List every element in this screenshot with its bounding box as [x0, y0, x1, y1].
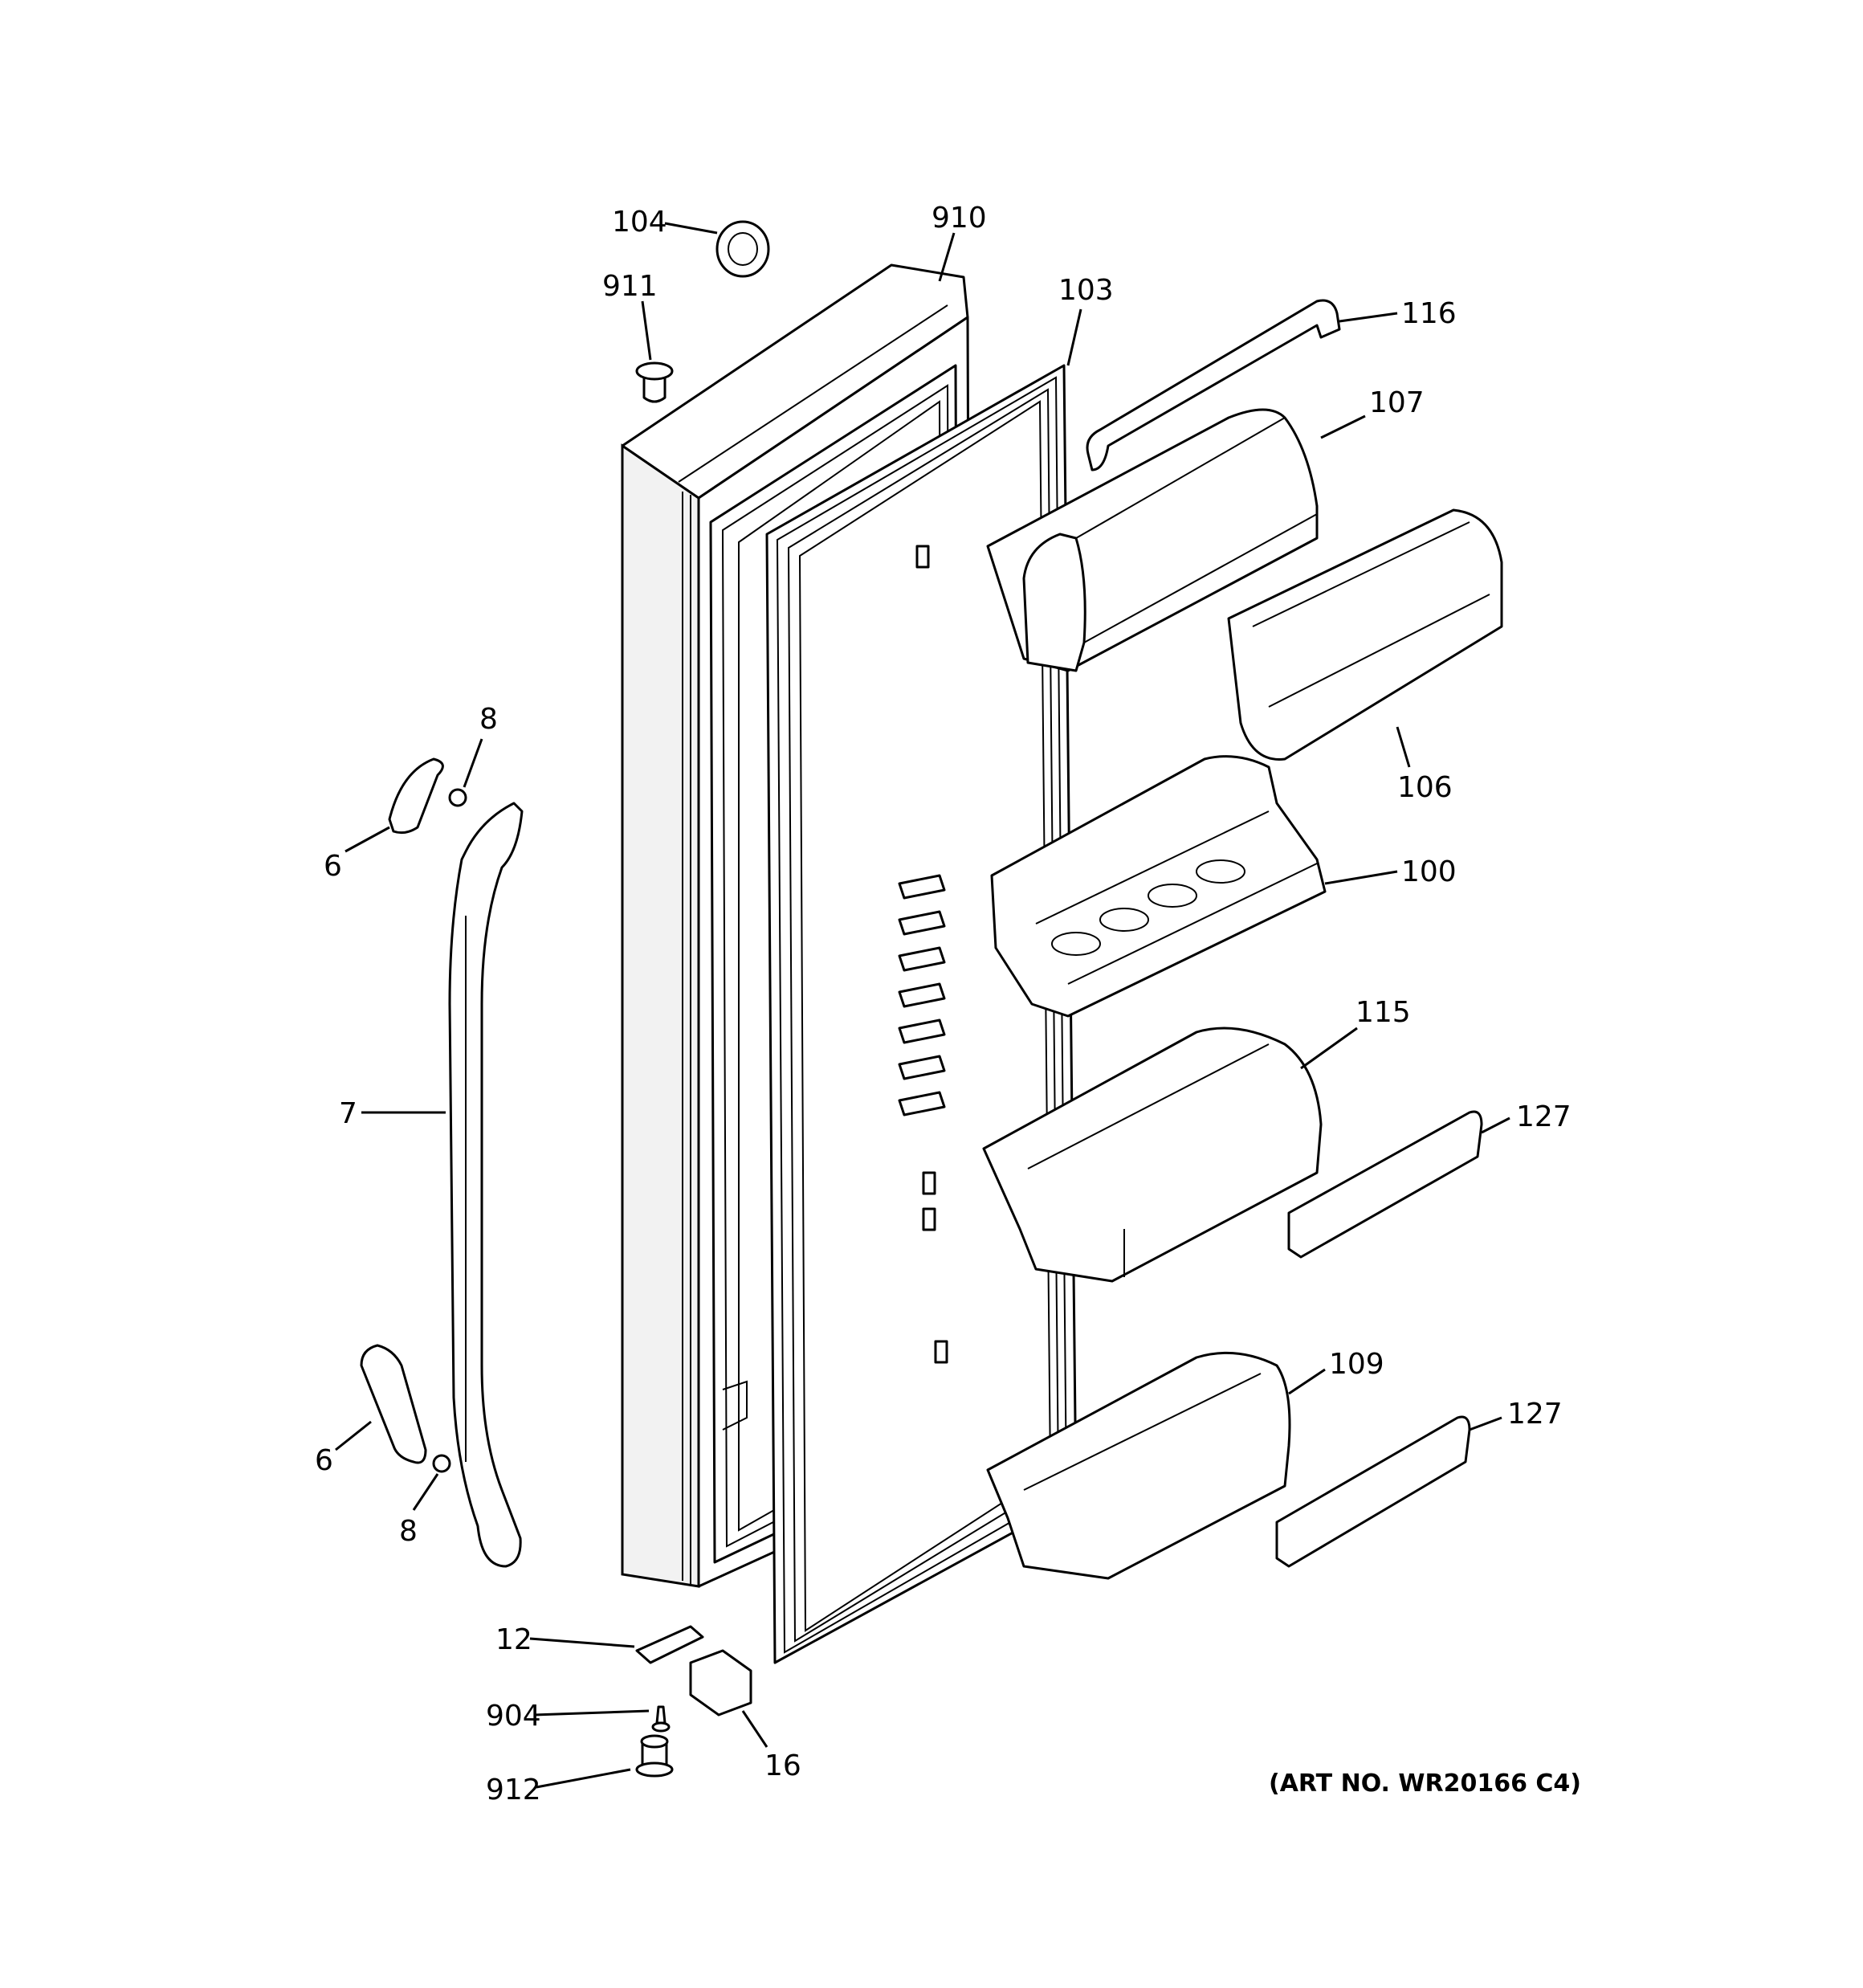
callout-127-lower: 127: [1507, 1398, 1563, 1431]
liner-tab: [915, 545, 930, 569]
hinge-16: [689, 1649, 752, 1717]
leader-lines: [335, 222, 1510, 1789]
callout-8-upper: 8: [479, 703, 498, 736]
handle-end-cap-lower: [360, 1344, 427, 1464]
bushing-911: [635, 361, 674, 403]
callout-8-lower: 8: [399, 1515, 418, 1548]
door-bin-115: [982, 1027, 1323, 1283]
hinge-cover-104: [715, 220, 770, 278]
callout-127-upper: 127: [1516, 1100, 1572, 1133]
bin-cover-106: [1227, 508, 1503, 761]
art-number: (ART NO. WR20166 C4): [1269, 1770, 1581, 1798]
callout-107: 107: [1369, 386, 1425, 419]
bin-shield-127-lower: [1275, 1415, 1471, 1568]
callout-7: 7: [339, 1097, 357, 1130]
screw-8-lower: [432, 1454, 451, 1473]
callout-115: 115: [1355, 996, 1411, 1029]
callout-106: 106: [1397, 771, 1453, 804]
callout-109: 109: [1329, 1348, 1384, 1381]
liner-tab: [922, 1207, 936, 1231]
liner-tab: [934, 1340, 948, 1364]
door-bin-109: [986, 1351, 1291, 1580]
callout-16: 16: [764, 1749, 801, 1782]
handle-end-cap-upper: [388, 757, 444, 835]
callout-911: 911: [602, 270, 658, 303]
door-handle-7: [448, 802, 524, 1568]
callout-103: 103: [1058, 274, 1114, 307]
callout-910: 910: [932, 202, 987, 235]
bin-rail-116: [1086, 299, 1341, 471]
callout-104: 104: [612, 206, 667, 239]
bushing-912: [635, 1734, 674, 1778]
callout-12: 12: [495, 1623, 532, 1656]
egg-tray-100: [990, 755, 1327, 1018]
door-bin-107: [986, 408, 1319, 672]
callout-6-upper: 6: [324, 850, 342, 883]
shelf-support-clips: [898, 874, 946, 1116]
callout-6-lower: 6: [315, 1444, 333, 1477]
bin-shield-127-upper: [1287, 1110, 1483, 1259]
callout-116: 116: [1401, 297, 1457, 330]
callout-912: 912: [486, 1774, 541, 1806]
liner-tab: [922, 1171, 936, 1195]
hinge-plate-12: [635, 1625, 704, 1664]
callout-100: 100: [1401, 855, 1457, 888]
screw-8-upper: [448, 788, 467, 807]
screw-904: [651, 1705, 671, 1733]
callout-904: 904: [486, 1700, 541, 1733]
